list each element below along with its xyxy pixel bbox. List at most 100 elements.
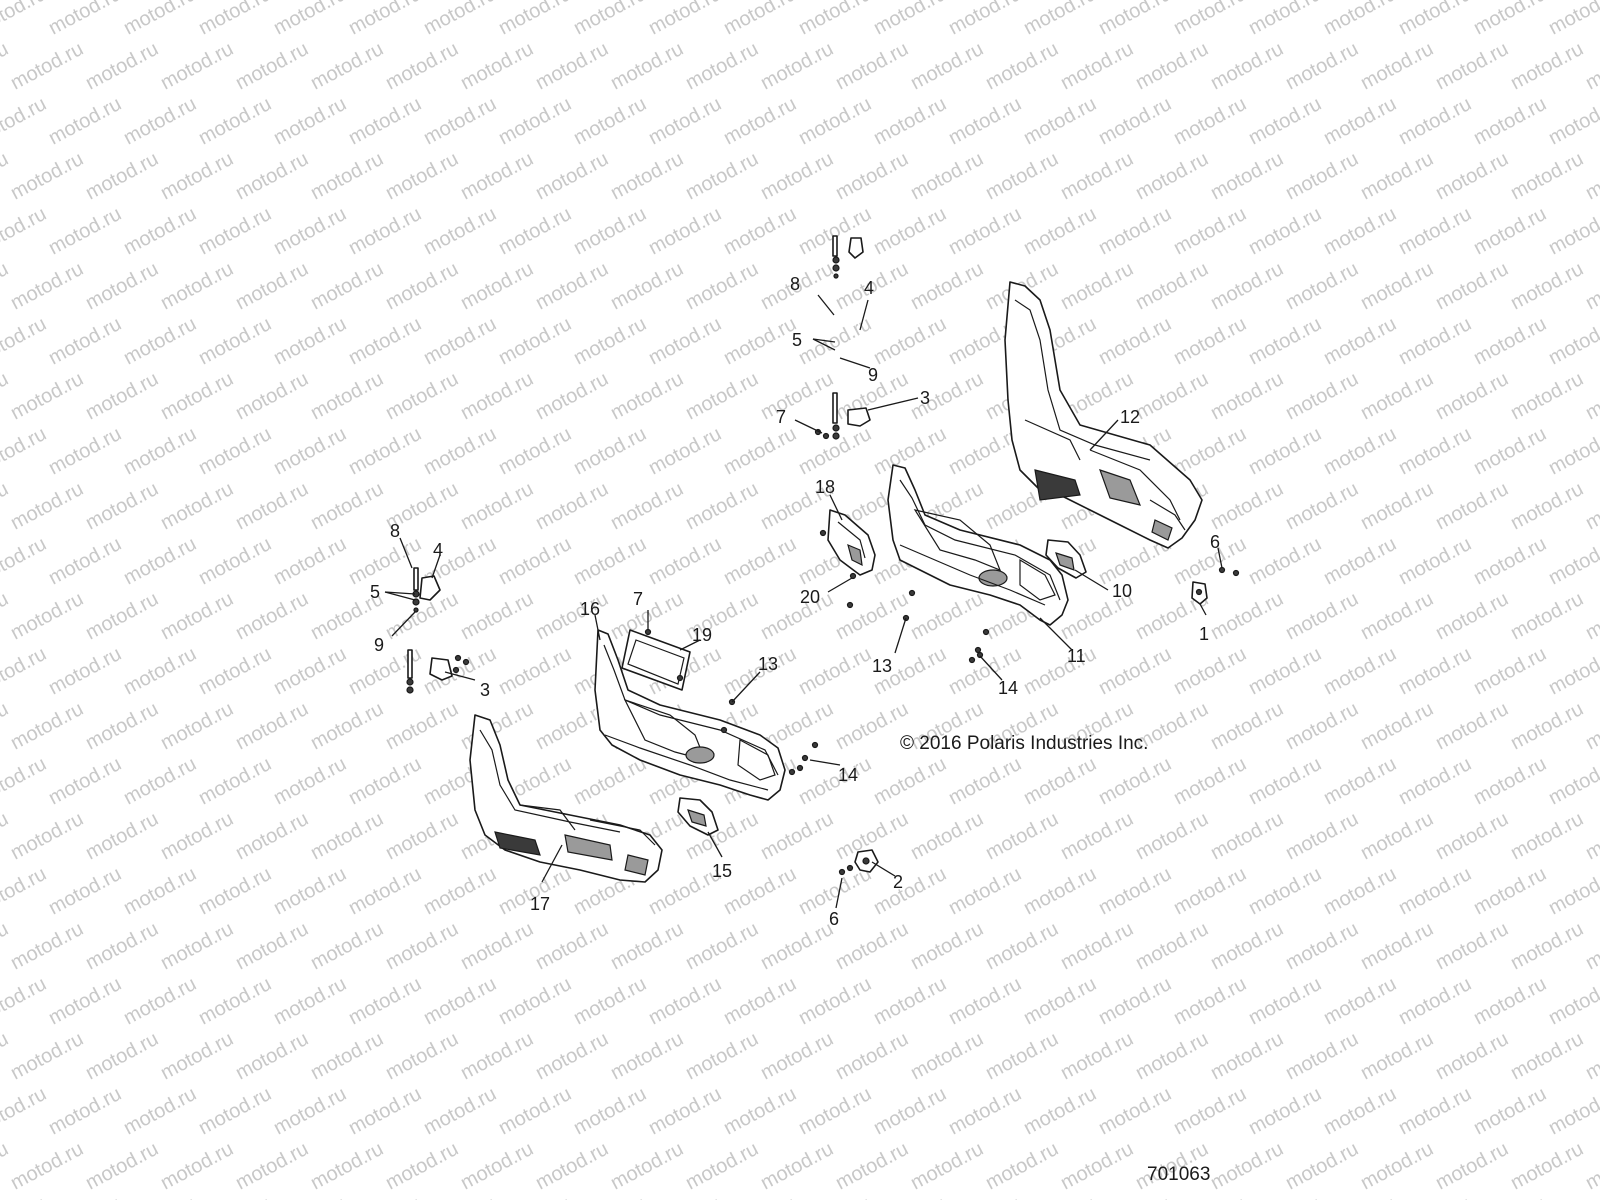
watermark-text: motod.ru [907,148,987,204]
watermark-text: motod.ru [232,808,312,864]
watermark-text: motod.ru [532,148,612,204]
watermark-text: motod.ru [1245,423,1325,479]
watermark-text: motod.ru [157,148,237,204]
watermark-text: motod.ru [82,698,162,754]
watermark-text: motod.ru [1470,643,1550,699]
part-2-cap [854,849,879,873]
watermark-text: motod.ru [157,808,237,864]
watermark-text: motod.ru [1320,423,1400,479]
watermark-text: motod.ru [570,1193,650,1200]
watermark-text: motod.ru [345,533,425,589]
watermark-text: motod.ru [1507,1138,1587,1194]
watermark-text: motod.ru [345,0,425,39]
watermark-text: motod.ru [1170,1083,1250,1139]
watermark-text: motod.ru [570,1083,650,1139]
watermark-text: motod.ru [795,1083,875,1139]
callout-12: 12 [1120,407,1140,427]
watermark-text: motod.ru [1545,753,1600,809]
watermark-text: motod.ru [1020,203,1100,259]
watermark-text: motod.ru [1507,38,1587,94]
watermark-text: motod.ru [832,1138,912,1194]
watermark-text: motod.ru [1545,643,1600,699]
watermark-text: motod.ru [1132,808,1212,864]
watermark-text: motod.ru [1245,93,1325,149]
watermark-text: motod.ru [682,258,762,314]
watermark-text: motod.ru [532,38,612,94]
callout-8-upper: 8 [790,274,800,294]
watermark-text: motod.ru [0,533,50,589]
watermark-text: motod.ru [720,1193,800,1200]
watermark-text: motod.ru [720,0,800,39]
watermark-text: motod.ru [1395,1083,1475,1139]
watermark-text: motod.ru [1132,38,1212,94]
watermark-text: motod.ru [82,808,162,864]
watermark-text: motod.ru [1432,148,1512,204]
left-hinge-assembly [406,567,470,694]
watermark-text: motod.ru [1282,1028,1362,1084]
watermark-text: motod.ru [1395,0,1475,39]
watermark-text: motod.ru [532,258,612,314]
watermark-text: motod.ru [1357,148,1437,204]
watermark-text: motod.ru [1545,973,1600,1029]
watermark-text: motod.ru [870,0,950,39]
watermark-text: motod.ru [1582,258,1600,314]
copyright-text: © 2016 Polaris Industries Inc. [900,733,1148,754]
watermark-text: motod.ru [1245,0,1325,39]
watermark-text: motod.ru [532,1028,612,1084]
watermark-text: motod.ru [1357,38,1437,94]
watermark-text: motod.ru [795,0,875,39]
watermark-text: motod.ru [907,1028,987,1084]
watermark-text: motod.ru [907,918,987,974]
watermark-text: motod.ru [1095,313,1175,369]
watermark-text: motod.ru [795,93,875,149]
watermark-text: motod.ru [420,1083,500,1139]
watermark-text: motod.ru [157,1138,237,1194]
watermark-text: motod.ru [0,368,12,424]
watermark-text: motod.ru [1395,203,1475,259]
watermark-text: motod.ru [1282,588,1362,644]
watermark-text: motod.ru [1282,38,1362,94]
watermark-text: motod.ru [1582,808,1600,864]
watermark-text: motod.ru [1207,1028,1287,1084]
watermark-text: motod.ru [0,863,50,919]
watermark-text: motod.ru [907,258,987,314]
watermark-text: motod.ru [832,918,912,974]
callout-14-front: 14 [838,765,858,785]
part-19-plate [621,629,691,691]
watermark-text: motod.ru [1132,258,1212,314]
part-16-front-panel [594,629,786,801]
part-17-front-floor-guard [469,714,663,883]
watermark-text: motod.ru [457,258,537,314]
watermark-text: motod.ru [645,973,725,1029]
watermark-text: motod.ru [907,588,987,644]
watermark-text: motod.ru [232,1138,312,1194]
watermark-text: motod.ru [870,753,950,809]
watermark-text: motod.ru [307,148,387,204]
watermark-text: motod.ru [457,1138,537,1194]
watermark-text: motod.ru [795,973,875,1029]
watermark-text: motod.ru [570,93,650,149]
watermark-text: motod.ru [870,423,950,479]
watermark-text: motod.ru [1095,643,1175,699]
callout-9-left: 9 [374,635,384,655]
watermark-text: motod.ru [1545,1083,1600,1139]
watermark-text: motod.ru [682,148,762,204]
watermark-text: motod.ru [945,753,1025,809]
callout-4-upper: 4 [864,278,874,298]
watermark-text: motod.ru [682,1028,762,1084]
watermark-text: motod.ru [82,478,162,534]
watermark-text: motod.ru [232,258,312,314]
watermark-text: motod.ru [307,368,387,424]
watermark-text: motod.ru [1545,0,1600,39]
watermark-text: motod.ru [607,38,687,94]
watermark-text: motod.ru [7,1028,87,1084]
watermark-text: motod.ru [232,478,312,534]
watermark-text: motod.ru [1582,1028,1600,1084]
watermark-text: motod.ru [270,93,350,149]
watermark-text: motod.ru [457,368,537,424]
watermark-text: motod.ru [82,1138,162,1194]
watermark-text: motod.ru [1507,918,1587,974]
watermark-text: motod.ru [1245,863,1325,919]
watermark-text: motod.ru [1132,368,1212,424]
watermark-text: motod.ru [1357,258,1437,314]
